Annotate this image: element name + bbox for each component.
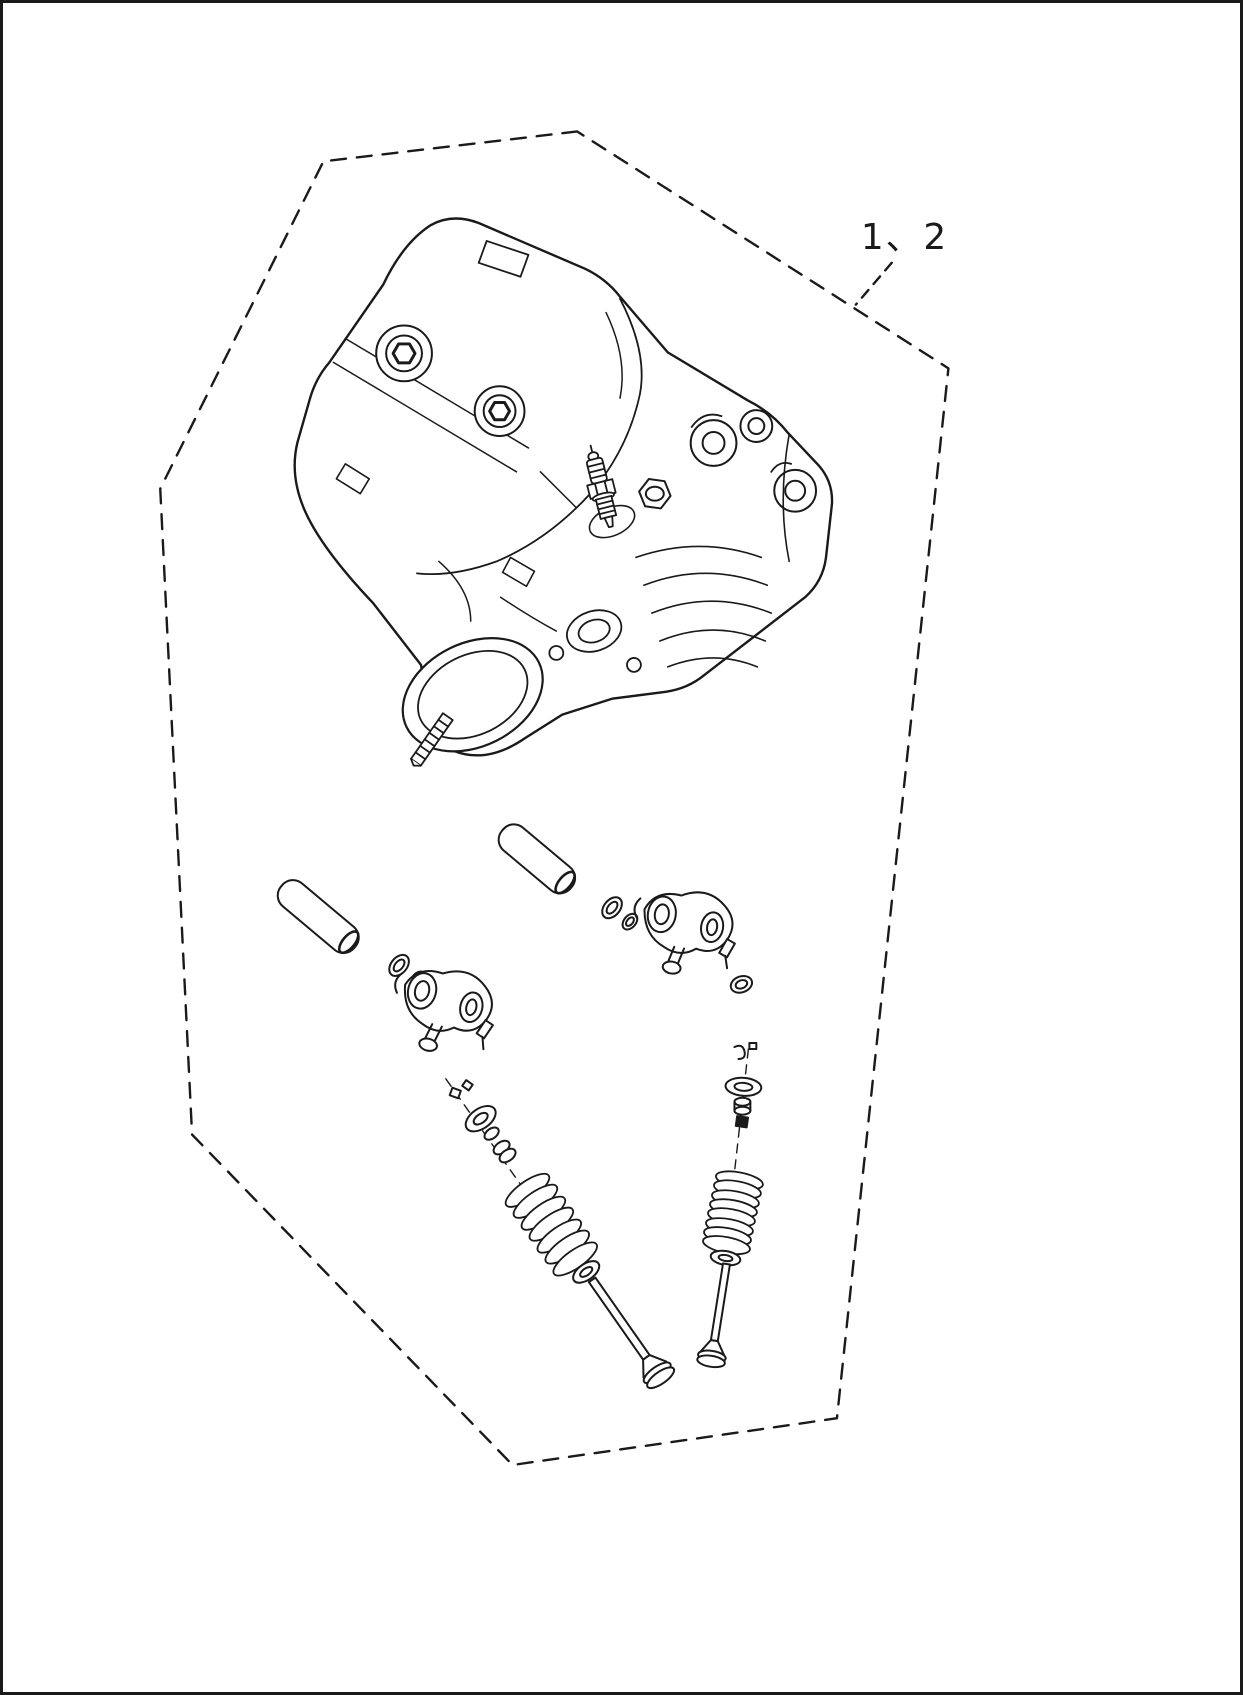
callout-leader-line	[854, 261, 893, 306]
cover-slot-right	[501, 556, 536, 588]
cover-slot-left	[335, 463, 371, 495]
valve-keeper-right-b	[748, 1042, 758, 1051]
spring-seat-left	[572, 1260, 601, 1284]
callout-label: 1、2	[861, 217, 948, 258]
assembly-boundary-dashed-outline	[159, 130, 950, 1467]
cooling-fins	[635, 433, 790, 668]
valve-right	[696, 1262, 731, 1369]
spring-retainer-right	[724, 1076, 763, 1129]
exploded-parts-diagram: 1、2	[159, 130, 950, 1467]
valve-guide-pin-left	[276, 879, 360, 955]
stud-bolt	[410, 712, 454, 767]
rocker-o-ring-right-inner	[734, 979, 749, 990]
rocker-o-ring-right	[729, 974, 754, 994]
valve-left	[587, 1276, 676, 1390]
cover-tab	[477, 240, 530, 278]
valve-spring-left	[504, 1172, 598, 1277]
valve-collar-right	[734, 1115, 750, 1129]
valve-keeper-left-a	[448, 1086, 462, 1100]
valve-keeper-right-a	[733, 1044, 746, 1060]
head-hex-nut	[638, 477, 672, 510]
valve-guide-pin-right	[497, 823, 577, 895]
spark-plug	[585, 444, 618, 529]
spring-retainer-left	[464, 1105, 517, 1164]
rocker-arm-assembly-right	[623, 880, 744, 985]
valve-keeper-left-b	[461, 1079, 474, 1092]
valve-spring-right	[702, 1170, 764, 1256]
cylinder-head-assembly-drawing	[293, 217, 834, 767]
mounting-ears	[689, 409, 818, 513]
valve-train-left	[445, 1078, 676, 1390]
cover-bolt-right	[473, 385, 526, 437]
cover-bolt-left	[375, 324, 433, 383]
port-flange	[548, 609, 642, 673]
valve-train-right	[696, 1042, 764, 1369]
